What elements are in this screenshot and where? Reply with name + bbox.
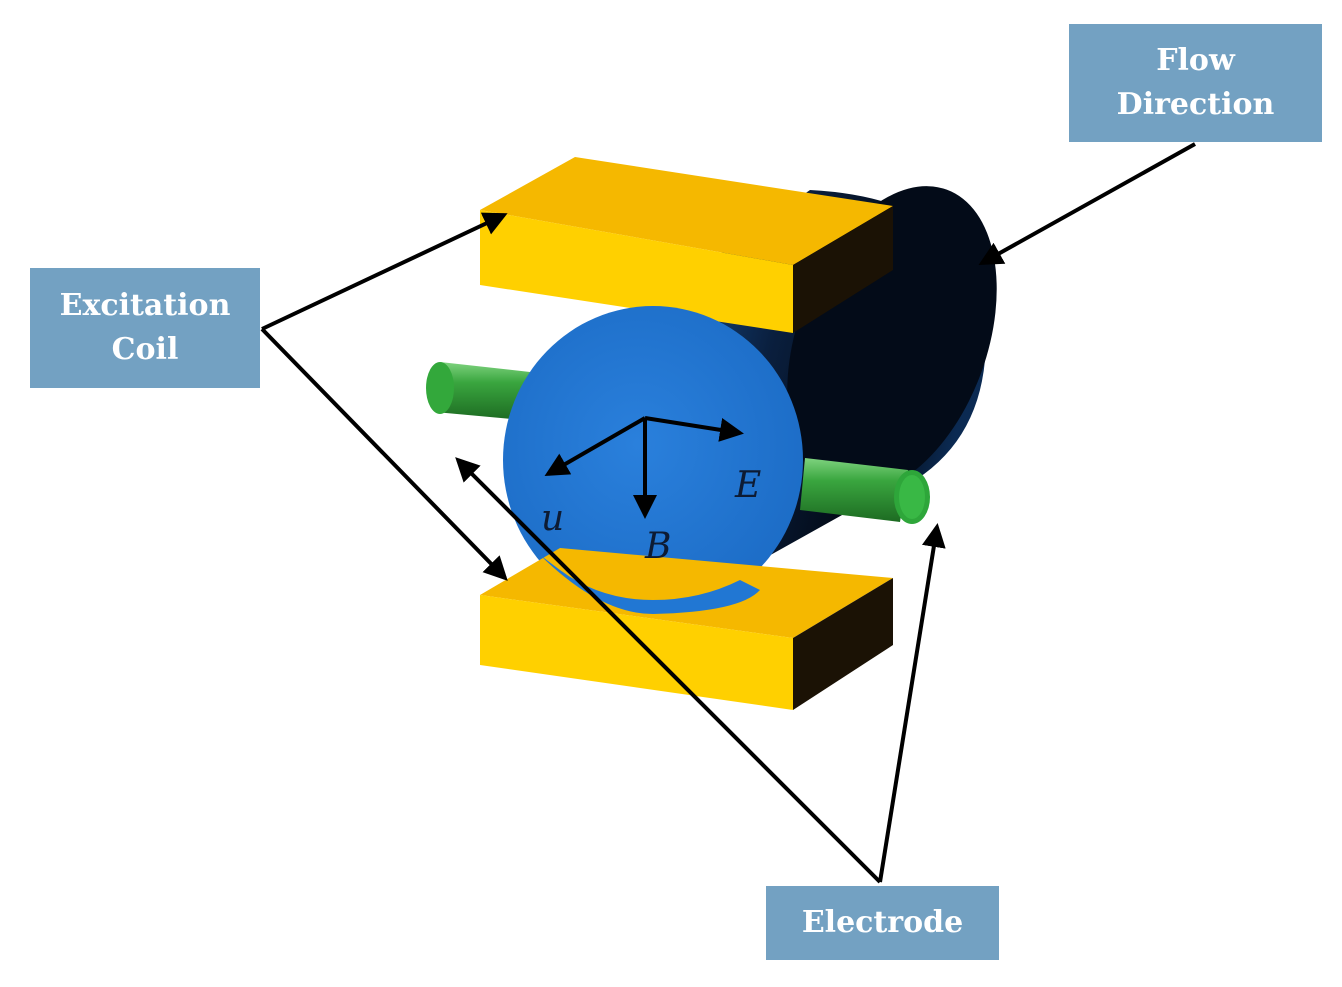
u-vector-arrow xyxy=(544,416,646,476)
u-vector-label: u xyxy=(541,498,564,539)
b-vector-label: B xyxy=(644,526,671,567)
flow-direction-arrow xyxy=(978,142,1196,265)
electrode-label: Electrode xyxy=(766,886,999,960)
excitation-label-line1: Excitation xyxy=(59,288,231,323)
electrode-pointer-left xyxy=(455,457,882,884)
pipe-face-lower-edge xyxy=(540,555,760,614)
lower-coil xyxy=(480,548,893,710)
excitation-label-line2: Coil xyxy=(111,332,179,367)
electrode-pointer-right xyxy=(878,523,946,883)
flow-label-line2: Direction xyxy=(1116,87,1275,122)
e-vector-label: E xyxy=(734,465,761,506)
upper-coil xyxy=(480,157,893,333)
vector-arrows xyxy=(544,416,744,519)
excitation-coil-label: Excitation Coil xyxy=(30,268,260,388)
flow-direction-label: Flow Direction xyxy=(1069,24,1322,142)
pipe-face xyxy=(503,306,803,614)
coil-pointer-lower xyxy=(260,327,508,581)
electrode-label-text: Electrode xyxy=(801,905,964,940)
left-electrode xyxy=(426,362,530,420)
coil-pointer-upper xyxy=(261,212,508,331)
e-vector-arrow xyxy=(644,416,744,442)
right-electrode xyxy=(800,458,930,524)
flow-label-line1: Flow xyxy=(1156,43,1235,78)
